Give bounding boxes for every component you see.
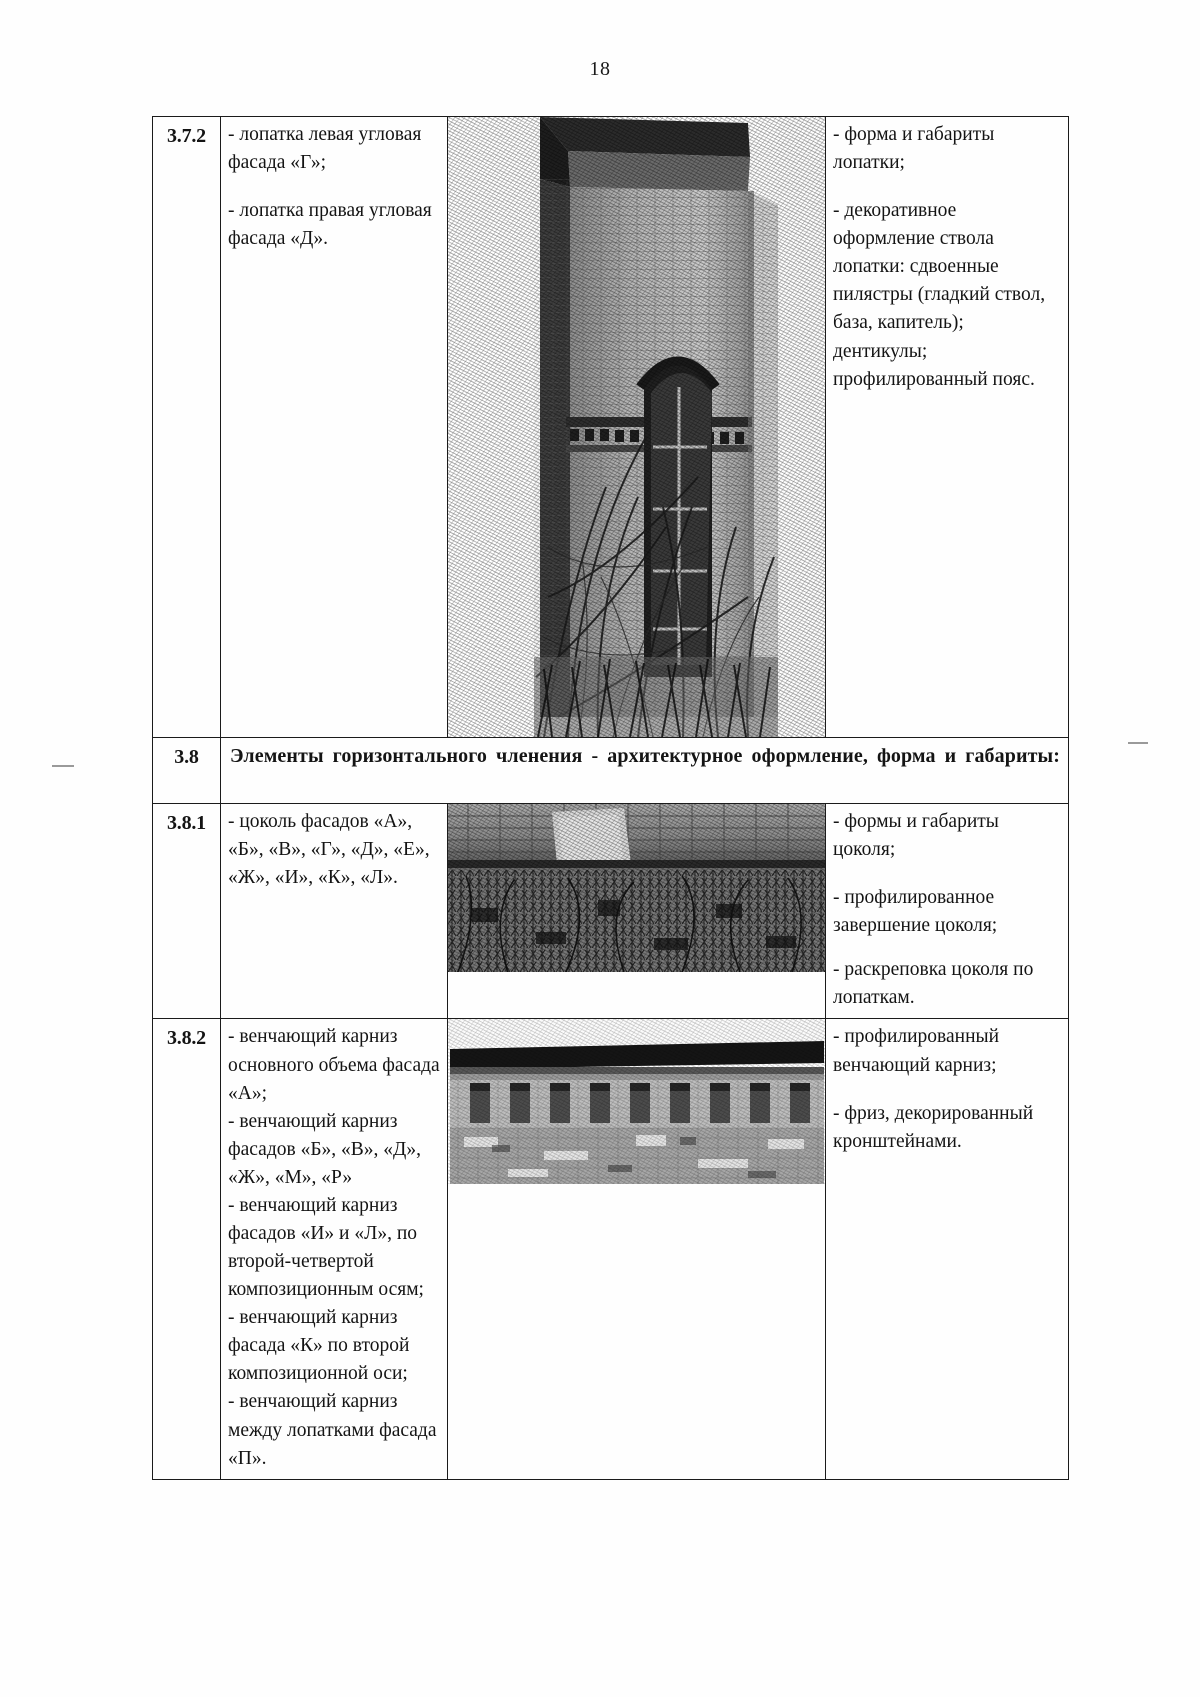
requirement-line: - форма и габариты лопатки;	[833, 124, 995, 174]
row-requirements-cell: - форма и габариты лопатки; - декоративн…	[825, 116, 1069, 738]
row-number-cell: 3.8.2	[152, 1018, 221, 1480]
table-row: 3.8.2 - венчающий карниз основного объем…	[152, 1018, 1069, 1480]
row-photo-cell	[447, 116, 826, 738]
row-photo-cell	[447, 802, 826, 1020]
requirement-line: - раскреповка цоколя по лопаткам.	[833, 959, 1034, 1009]
description-line: - венчающий карниз фасада «К» по второй …	[228, 1307, 410, 1385]
photo-plinth-socle	[448, 804, 825, 972]
row-number-cell: 3.8	[152, 737, 221, 804]
requirement-line: - декоративное оформление ствола лопатки…	[833, 200, 1046, 390]
description-line: - венчающий карниз фасадов «И» и «Л», по…	[228, 1194, 424, 1301]
section-heading-cell: Элементы горизонтального членения - архи…	[220, 737, 1069, 804]
photo-crowning-cornice	[448, 1019, 825, 1185]
page-number: 18	[589, 58, 611, 80]
description-line: - лопатка правая угловая фасада «Д».	[228, 200, 432, 250]
row-requirements-cell: - формы и габариты цоколя; - профилирова…	[825, 802, 1069, 1020]
row-description-cell: - цоколь фасадов «А», «Б», «В», «Г», «Д»…	[220, 802, 448, 1020]
requirement-line: - профилированное завершение цоколя;	[833, 887, 998, 937]
table-row: 3.8.1 - цоколь фасадов «А», «Б», «В», «Г…	[152, 802, 1069, 1020]
description-line: - цоколь фасадов «А», «Б», «В», «Г», «Д»…	[228, 811, 430, 889]
row-number-cell: 3.7.2	[152, 116, 221, 738]
description-line: - венчающий карниз между лопатками фасад…	[228, 1391, 437, 1469]
margin-tick-left	[52, 765, 74, 767]
table-row-section-header: 3.8 Элементы горизонтального членения - …	[152, 737, 1069, 804]
requirements-table: 3.7.2 - лопатка левая угловая фасада «Г»…	[152, 116, 1069, 1480]
description-line: - венчающий карниз фасадов «Б», «В», «Д»…	[228, 1110, 421, 1188]
row-requirements-cell: - профилированный венчающий карниз; - фр…	[825, 1018, 1069, 1480]
photo-corner-pilaster-facade	[448, 117, 825, 737]
row-description-cell: - лопатка левая угловая фасада «Г»; - ло…	[220, 116, 448, 738]
requirement-line: - профилированный венчающий карниз;	[833, 1026, 1000, 1076]
requirement-line: - фриз, декорированный кронштейнами.	[833, 1102, 1034, 1152]
description-line: - венчающий карниз основного объема фаса…	[228, 1026, 440, 1104]
margin-tick-right	[1128, 742, 1148, 744]
table-row: 3.7.2 - лопатка левая угловая фасада «Г»…	[152, 116, 1069, 738]
row-description-cell: - венчающий карниз основного объема фаса…	[220, 1018, 448, 1480]
section-heading-text: Элементы горизонтального членения - архи…	[230, 745, 1060, 767]
requirement-line: - формы и габариты цоколя;	[833, 811, 999, 861]
row-photo-cell	[447, 1018, 826, 1480]
description-line: - лопатка левая угловая фасада «Г»;	[228, 124, 422, 174]
row-number-cell: 3.8.1	[152, 802, 221, 1020]
